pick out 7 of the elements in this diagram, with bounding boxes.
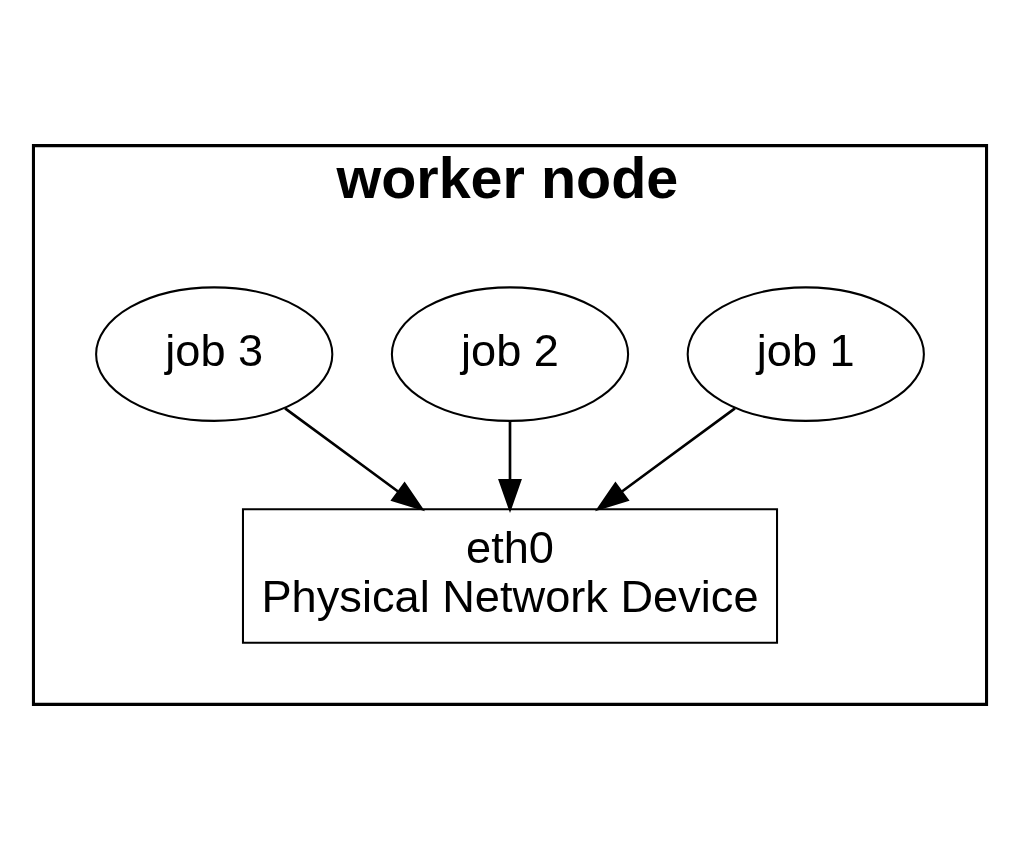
node-box: eth0 Physical Network Device xyxy=(241,507,779,644)
arrow xyxy=(284,406,425,511)
node-ellipse: job 2 xyxy=(390,285,630,422)
arrow xyxy=(595,406,736,511)
node-ellipse: job 1 xyxy=(686,285,925,422)
arrow xyxy=(498,420,522,513)
node-ellipse: job 3 xyxy=(95,285,334,422)
